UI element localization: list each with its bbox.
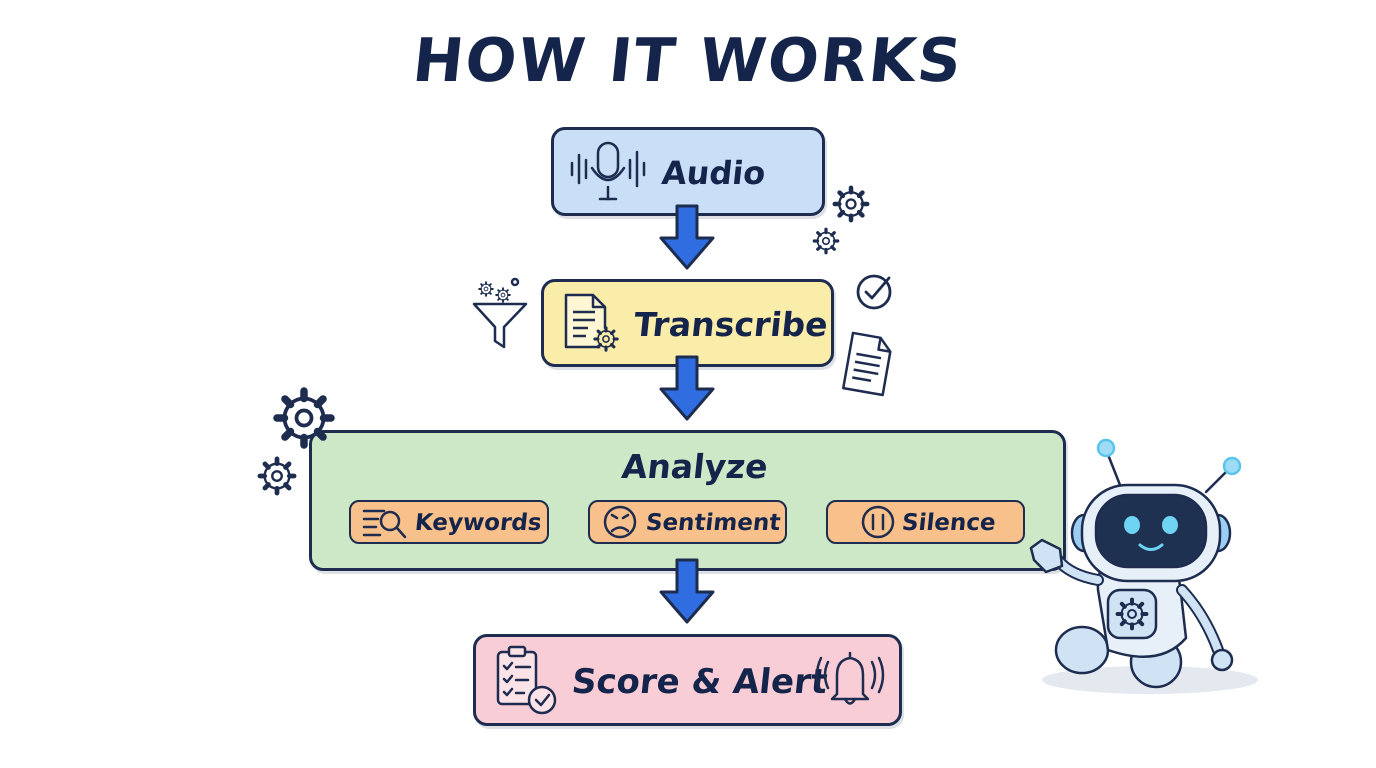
sad-face-icon	[603, 505, 637, 539]
arrow-analyze-to-score	[659, 558, 715, 624]
microphone-waveform-icon	[570, 141, 646, 201]
arrow-audio-to-transcribe	[659, 204, 715, 270]
funnel-icon	[472, 277, 528, 349]
chip-keywords: Keywords	[349, 500, 549, 544]
magnifier-list-icon	[362, 509, 407, 539]
chip-silence: Silence	[826, 500, 1025, 544]
bell-icon	[815, 651, 885, 705]
pause-icon	[861, 505, 895, 539]
clipboard-check-icon	[496, 645, 557, 715]
gear-icon	[812, 227, 840, 255]
check-circle-icon	[856, 274, 892, 310]
document-icon	[842, 331, 892, 397]
gear-icon	[277, 391, 331, 445]
arrow-transcribe-to-analyze	[659, 355, 715, 421]
gear-icon	[260, 459, 294, 493]
document-gear-icon	[564, 293, 619, 352]
gear-icon	[835, 188, 867, 220]
robot-mascot	[1029, 438, 1258, 694]
